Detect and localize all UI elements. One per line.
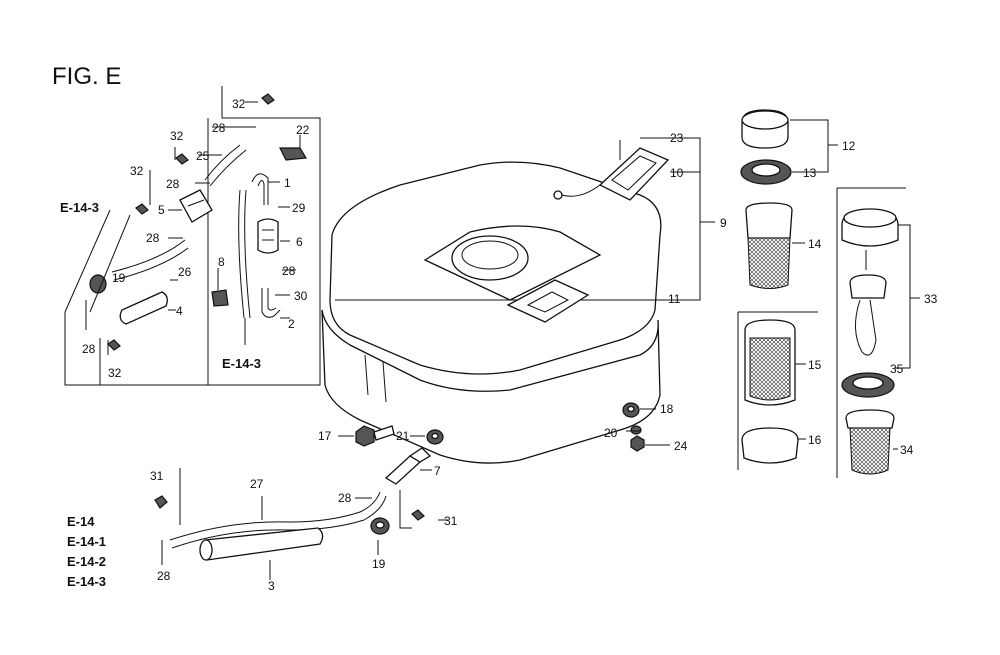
callout-28-d: 28 <box>282 264 296 278</box>
callout-13: 13 <box>803 166 817 180</box>
callout-14: 14 <box>808 237 822 251</box>
callout-20: 20 <box>604 426 618 440</box>
callout-29: 29 <box>292 201 306 215</box>
fuel-line-long <box>238 189 251 319</box>
fuel-cap-33[interactable] <box>841 208 899 356</box>
cap-set-frame <box>836 187 906 478</box>
drain-washer-18[interactable] <box>622 402 640 418</box>
leader-lines <box>64 101 920 580</box>
callout-18: 18 <box>660 402 674 416</box>
cap-gasket[interactable] <box>740 159 792 185</box>
callout-34: 34 <box>900 443 914 457</box>
callout-24: 24 <box>674 439 688 453</box>
washer-21[interactable] <box>426 429 444 445</box>
callout-2: 2 <box>288 317 295 331</box>
cross-ref-e14-1[interactable]: E-14-1 <box>67 534 106 549</box>
fuel-hose-1[interactable] <box>251 173 269 205</box>
fuel-hose-26[interactable] <box>111 239 189 281</box>
callout-numbers: 1 2 3 4 5 6 7 8 9 10 11 12 13 14 15 16 1… <box>82 97 938 593</box>
fuel-filter-6[interactable] <box>257 218 279 254</box>
callout-7: 7 <box>434 464 441 478</box>
gasket-35[interactable] <box>841 372 895 398</box>
callout-8: 8 <box>218 255 225 269</box>
callout-28-g: 28 <box>157 569 171 583</box>
cross-ref-e14-3-upper[interactable]: E-14-3 <box>60 200 99 215</box>
callout-19-bottom: 19 <box>372 557 386 571</box>
callout-11: 11 <box>668 292 681 306</box>
cross-ref-e14-2[interactable]: E-14-2 <box>67 554 106 569</box>
callout-31-right: 31 <box>444 514 458 528</box>
cross-ref-e14[interactable]: E-14 <box>67 514 95 529</box>
callout-27: 27 <box>250 477 264 491</box>
callout-3: 3 <box>268 579 275 593</box>
callout-32-b: 32 <box>170 129 184 143</box>
strainer-34[interactable] <box>845 409 895 475</box>
clip-19-top[interactable] <box>89 274 107 294</box>
callout-31-left: 31 <box>150 469 164 483</box>
callout-21: 21 <box>396 429 410 443</box>
fuel-hose-25[interactable] <box>204 144 247 187</box>
callout-28-a: 28 <box>212 121 226 135</box>
fuel-gauge[interactable] <box>553 140 670 201</box>
strainer-group-frame <box>737 311 818 470</box>
nut-24[interactable] <box>630 435 645 452</box>
callout-9: 9 <box>720 216 727 230</box>
strainer-ring-16[interactable] <box>741 427 799 464</box>
callout-33: 33 <box>924 292 938 306</box>
callout-28-b: 28 <box>166 177 180 191</box>
clip-22[interactable] <box>279 147 308 161</box>
fuel-tube-3[interactable] <box>199 527 324 561</box>
callout-32-a: 32 <box>232 97 246 111</box>
callout-17: 17 <box>318 429 332 443</box>
callout-6: 6 <box>296 235 303 249</box>
callout-15: 15 <box>808 358 822 372</box>
callout-32-d: 32 <box>108 366 122 380</box>
callout-25: 25 <box>196 149 210 163</box>
fuel-valve-7[interactable] <box>384 447 432 485</box>
figure-title: FIG. E <box>52 63 121 90</box>
bolt-17[interactable] <box>355 425 395 447</box>
callout-28-c: 28 <box>146 231 160 245</box>
cross-ref-e14-3-lower[interactable]: E-14-3 <box>222 356 261 371</box>
clip-31-right[interactable] <box>411 509 425 521</box>
clip-32-icons[interactable] <box>107 93 275 351</box>
callout-32-c: 32 <box>130 164 144 178</box>
callout-16: 16 <box>808 433 822 447</box>
callout-4: 4 <box>176 304 183 318</box>
clip-8[interactable] <box>211 289 229 307</box>
callout-10: 10 <box>670 166 684 180</box>
clip-31-bottom[interactable] <box>154 495 168 509</box>
washer-20[interactable] <box>630 425 642 435</box>
callout-26: 26 <box>178 265 192 279</box>
fuel-strainer-top[interactable] <box>745 202 793 289</box>
callout-23: 23 <box>670 131 684 145</box>
clip-19-bottom[interactable] <box>370 517 390 535</box>
callout-28-e: 28 <box>82 342 96 356</box>
callout-22: 22 <box>296 123 310 137</box>
fuel-tube-4[interactable] <box>119 291 168 325</box>
callout-30: 30 <box>294 289 308 303</box>
callout-12: 12 <box>842 139 856 153</box>
fuel-strainer-15[interactable] <box>744 319 796 406</box>
fuel-cap[interactable] <box>741 109 789 149</box>
callout-19-top: 19 <box>112 271 126 285</box>
cross-ref-e14-3[interactable]: E-14-3 <box>67 574 106 589</box>
fuel-tank[interactable] <box>321 161 662 464</box>
fuel-cock-5[interactable] <box>179 189 213 223</box>
callout-1: 1 <box>284 176 291 190</box>
callout-35: 35 <box>890 362 904 376</box>
fuel-line-group-frame <box>64 86 321 386</box>
fuel-hose-2[interactable] <box>261 288 281 318</box>
callout-5: 5 <box>158 203 165 217</box>
callout-28-f: 28 <box>338 491 352 505</box>
